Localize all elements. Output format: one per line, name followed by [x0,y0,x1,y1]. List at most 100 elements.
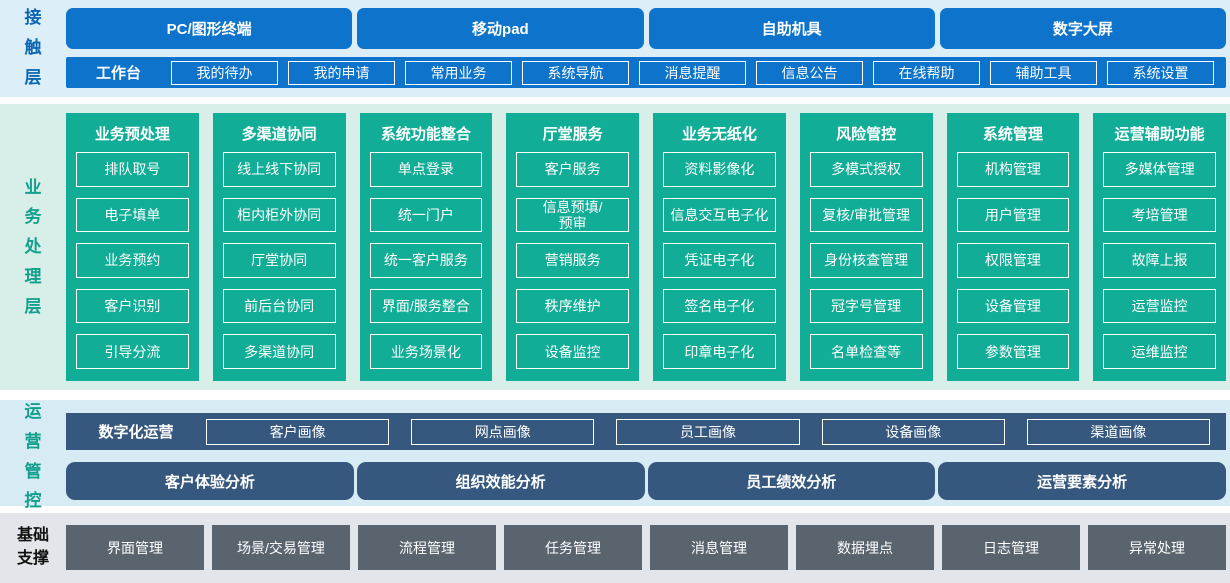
analysis-block: 运营要素分析 [938,462,1226,500]
business-layer: 业务处理层 业务预处理排队取号电子填单业务预约客户识别引导分流多渠道协同线上线下… [0,104,1230,390]
business-item: 名单检查等 [809,334,923,369]
operations-layer-label: 运营管控 [24,402,42,511]
workbench-item: 我的待办 [171,60,278,85]
business-layer-gutter: 业务处理层 [0,113,66,381]
business-item: 参数管理 [956,334,1070,369]
base-block: 场景/交易管理 [212,525,350,570]
profile-block: 设备画像 [821,418,1005,445]
business-item: 考培管理 [1103,197,1216,233]
base-block: 数据埋点 [796,525,934,570]
workbench-bar: 工作台 我的待办我的申请常用业务系统导航消息提醒信息公告在线帮助辅助工具系统设置 [66,57,1226,88]
analysis-block: 员工绩效分析 [647,462,936,500]
terminal-block: PC/图形终端 [66,8,353,49]
workbench-item: 系统导航 [522,60,629,85]
profile-items: 客户画像网点画像员工画像设备画像渠道画像 [206,418,1211,445]
profile-block: 员工画像 [616,418,800,445]
workbench-item: 消息提醒 [639,60,746,85]
business-item: 客户识别 [76,288,189,324]
operations-layer-gutter: 运营管控 [0,402,66,510]
business-item: 前后台协同 [222,288,336,324]
digital-ops-label: 数字化运营 [98,424,174,441]
base-block: 消息管理 [650,525,788,570]
base-block: 任务管理 [504,525,642,570]
business-item: 引导分流 [76,334,189,369]
business-column-items: 多媒体管理考培管理故障上报运营监控运维监控 [1103,152,1216,369]
business-item: 运维监控 [1103,334,1216,369]
business-column: 多渠道协同线上线下协同柜内柜外协同厅堂协同前后台协同多渠道协同 [212,113,346,381]
business-item: 厅堂协同 [222,243,336,278]
business-item: 印章电子化 [663,334,776,369]
base-layer-label: 基础支撑 [16,527,49,567]
business-item: 界面/服务整合 [369,288,483,324]
business-column-title: 业务预处理 [94,126,170,143]
business-item: 客户服务 [516,152,629,187]
business-column: 风险管控多模式授权复核/审批管理身份核查管理冠字号管理名单检查等 [799,113,933,381]
business-column-title: 厅堂服务 [542,126,603,143]
business-item: 统一门户 [369,197,483,233]
base-block: 异常处理 [1088,525,1226,570]
business-item: 柜内柜外协同 [222,197,336,233]
business-item: 机构管理 [956,152,1070,187]
business-item: 设备监控 [516,334,629,369]
business-item: 冠字号管理 [809,288,923,324]
business-column-items: 多模式授权复核/审批管理身份核查管理冠字号管理名单检查等 [809,152,923,369]
workbench-item: 系统设置 [1107,60,1214,85]
business-item: 业务预约 [76,243,189,278]
workbench-item: 常用业务 [405,60,512,85]
business-layer-label: 业务处理层 [24,177,42,316]
business-column: 系统功能整合单点登录统一门户统一客户服务界面/服务整合业务场景化 [359,113,493,381]
base-layer: 基础支撑 界面管理场景/交易管理流程管理任务管理消息管理数据埋点日志管理异常处理 [0,513,1230,583]
business-column-title: 风险管控 [836,126,897,143]
business-item: 统一客户服务 [369,243,483,278]
business-column-items: 客户服务信息预填/ 预审营销服务秩序维护设备监控 [516,152,629,369]
business-column-title: 多渠道协同 [241,126,317,143]
operations-layer: 运营管控 数字化运营 客户画像网点画像员工画像设备画像渠道画像 客户体验分析组织… [0,400,1230,510]
profile-block: 客户画像 [206,418,390,445]
business-item: 用户管理 [956,197,1070,233]
business-column-title: 运营辅助功能 [1114,126,1205,143]
business-item: 营销服务 [516,243,629,278]
business-item: 运营监控 [1103,288,1216,324]
business-columns: 业务预处理排队取号电子填单业务预约客户识别引导分流多渠道协同线上线下协同柜内柜外… [66,113,1230,381]
base-block: 界面管理 [66,525,204,570]
base-layer-content: 界面管理场景/交易管理流程管理任务管理消息管理数据埋点日志管理异常处理 [66,525,1230,570]
terminal-block: 自助机具 [648,8,935,49]
business-column: 业务无纸化资料影像化信息交互电子化凭证电子化签名电子化印章电子化 [653,113,786,381]
business-item: 复核/审批管理 [809,197,923,233]
business-item: 多渠道协同 [222,334,336,369]
workbench-item: 在线帮助 [873,60,980,85]
workbench-label: 工作台 [95,65,141,82]
business-column-items: 资料影像化信息交互电子化凭证电子化签名电子化印章电子化 [663,152,776,369]
business-item: 秩序维护 [516,288,629,324]
analysis-block: 组织效能分析 [356,462,645,500]
business-item: 排队取号 [76,152,189,187]
profile-block: 网点画像 [411,418,595,445]
business-column-items: 线上线下协同柜内柜外协同厅堂协同前后台协同多渠道协同 [222,152,336,369]
profile-block: 渠道画像 [1026,418,1211,445]
business-item: 多媒体管理 [1103,152,1216,187]
business-item: 设备管理 [956,288,1070,324]
business-item: 信息预填/ 预审 [516,197,629,233]
terminal-block: 数字大屏 [939,8,1226,49]
digital-ops-bar: 数字化运营 客户画像网点画像员工画像设备画像渠道画像 [66,413,1226,450]
business-item: 故障上报 [1103,243,1216,278]
contact-layer-gutter: 接触层 [0,8,66,88]
business-item: 电子填单 [76,197,189,233]
business-item: 资料影像化 [663,152,776,187]
operations-layer-content: 数字化运营 客户画像网点画像员工画像设备画像渠道画像 客户体验分析组织效能分析员… [66,413,1230,500]
business-column-items: 排队取号电子填单业务预约客户识别引导分流 [76,152,189,369]
workbench-items: 我的待办我的申请常用业务系统导航消息提醒信息公告在线帮助辅助工具系统设置 [171,60,1214,85]
business-column: 业务预处理排队取号电子填单业务预约客户识别引导分流 [66,113,199,381]
business-column: 运营辅助功能多媒体管理考培管理故障上报运营监控运维监控 [1093,113,1226,381]
contact-layer-label: 接触层 [24,8,42,87]
business-column-items: 单点登录统一门户统一客户服务界面/服务整合业务场景化 [369,152,483,369]
business-item: 签名电子化 [663,288,776,324]
business-column-title: 业务无纸化 [681,126,757,143]
business-column-items: 机构管理用户管理权限管理设备管理参数管理 [956,152,1070,369]
business-column: 厅堂服务客户服务信息预填/ 预审营销服务秩序维护设备监控 [506,113,639,381]
base-block: 日志管理 [942,525,1080,570]
business-item: 多模式授权 [809,152,923,187]
workbench-item: 信息公告 [756,60,863,85]
